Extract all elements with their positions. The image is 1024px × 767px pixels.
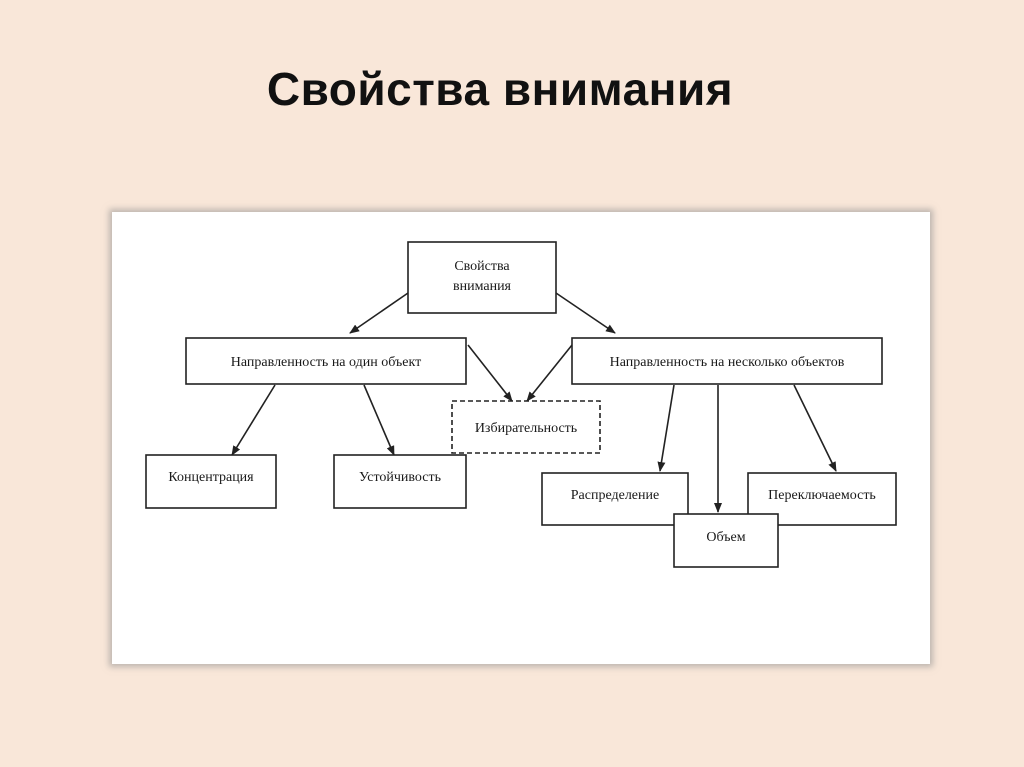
concentration-label: Концентрация — [168, 470, 254, 485]
single-object-box — [185, 337, 467, 385]
root-label-line1: Свойства — [454, 259, 510, 274]
stability-box — [333, 454, 467, 509]
root-label-line2: внимания — [453, 279, 512, 294]
concentration-box — [145, 454, 277, 509]
selectivity-box — [451, 400, 601, 454]
arrow-root-to-multiple — [555, 292, 616, 334]
arrow-single-to-concentration — [231, 384, 276, 456]
multiple-objects-label: Направленность на несколько объектов — [610, 355, 845, 370]
arrow-multiple-to-selectivity — [526, 344, 573, 402]
volume-label: Объем — [706, 530, 745, 545]
arrow-multiple-to-distribution — [657, 384, 675, 472]
selectivity-label: Избирательность — [475, 421, 577, 436]
arrow-multiple-to-switching — [793, 384, 837, 472]
arrow-single-to-stability — [363, 384, 395, 456]
single-object-label: Направленность на один объект — [231, 355, 421, 370]
stability-label: Устойчивость — [359, 470, 441, 485]
slide-title: Свойства внимания — [266, 63, 734, 115]
switching-label: Переключаемость — [768, 488, 876, 503]
distribution-box — [541, 472, 689, 526]
arrow-single-to-selectivity — [467, 344, 513, 402]
multiple-objects-box — [571, 337, 883, 385]
root-box — [407, 241, 557, 314]
distribution-label: Распределение — [571, 488, 659, 503]
volume-box — [673, 513, 779, 568]
arrow-root-to-single — [349, 292, 409, 334]
